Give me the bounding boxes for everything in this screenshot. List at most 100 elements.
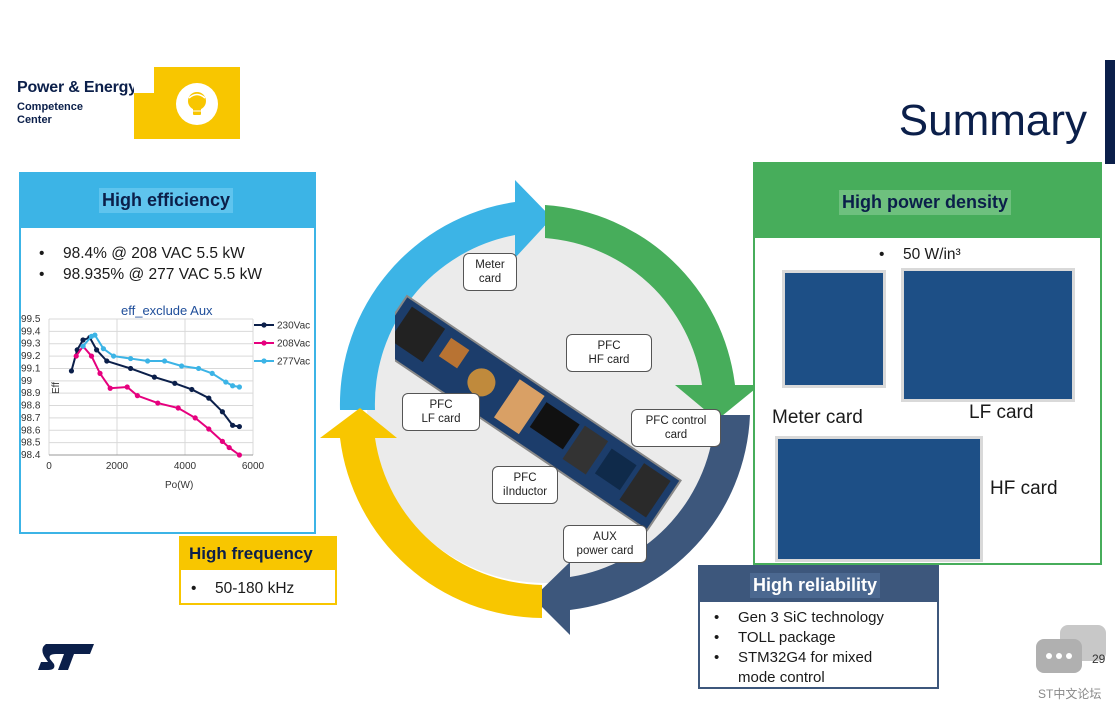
brand-logo-notch [134, 67, 154, 93]
callout-line: PFC control [645, 415, 707, 427]
efficiency-bullet-1: 98.4% @ 208 VAC 5.5 kW [63, 245, 245, 262]
chart-xtick-label: 4000 [174, 461, 197, 472]
chart-point-208Vac [124, 384, 130, 390]
brand-subtitle-line-2: Center [17, 114, 52, 126]
high-power-density-title: High power density [839, 190, 1012, 215]
efficiency-bullet-list: •98.4% @ 208 VAC 5.5 kW •98.935% @ 277 V… [39, 243, 262, 285]
chart-ytick-label: 98.6 [21, 425, 41, 436]
chart-ytick-label: 98.7 [21, 413, 41, 424]
chart-point-230Vac [104, 358, 110, 364]
brand-subtitle-line-1: Competence [17, 101, 84, 113]
high-power-density-panel: High power density •50 W/in³ Meter card … [753, 162, 1102, 565]
callout-line: PFC [513, 472, 537, 484]
hf-card-label: HF card [990, 478, 1058, 499]
chart-point-208Vac [134, 393, 140, 399]
chart-point-277Vac [236, 384, 242, 390]
list-item: •STM32G4 for mixed mode control [714, 648, 934, 688]
callout-pfc-hf-card: PFC HF card [566, 334, 652, 372]
callout-line: iInductor [502, 486, 548, 498]
callout-line: PFC [429, 399, 453, 411]
chart-point-208Vac [73, 353, 79, 359]
meter-card-label: Meter card [772, 407, 863, 428]
chart-point-277Vac [223, 379, 229, 385]
lightbulb-icon [176, 83, 218, 125]
high-frequency-title: High frequency [189, 544, 313, 563]
chart-point-208Vac [175, 405, 181, 411]
chart-grid [48, 318, 254, 456]
callout-line: card [478, 273, 502, 285]
chart-point-277Vac [80, 343, 86, 349]
callout-line: PFC [597, 340, 621, 352]
legend-swatch-marker [261, 340, 267, 346]
yellow-cycle-arrow [320, 408, 542, 618]
power-density-bullet-1: 50 W/in³ [903, 246, 961, 263]
chart-ytick-label: 99.4 [21, 326, 41, 337]
green-cycle-arrow [545, 205, 760, 420]
chart-ytick-label: 99 [21, 376, 33, 387]
list-item: •98.4% @ 208 VAC 5.5 kW [39, 245, 245, 262]
chart-ytick-label: 99.1 [21, 363, 41, 374]
callout-line: power card [576, 545, 634, 557]
blue-cycle-arrow [339, 180, 552, 410]
chart-series-line-208Vac [75, 344, 240, 456]
chart-point-277Vac [100, 346, 106, 352]
reliability-bullet-2: TOLL package [738, 629, 836, 646]
high-reliability-title: High reliability [750, 573, 881, 598]
chart-xlabel: Po(W) [165, 480, 193, 491]
chart-point-208Vac [206, 426, 212, 432]
navy-cycle-arrow [533, 415, 750, 635]
reliability-bullet-1: Gen 3 SiC technology [738, 609, 884, 626]
chart-point-230Vac [172, 380, 178, 386]
chart-point-208Vac [97, 370, 103, 376]
lf-card-photo [901, 268, 1075, 402]
chart-point-277Vac [209, 370, 215, 376]
chart-xtick-label: 0 [46, 461, 52, 472]
callout-line: HF card [588, 354, 630, 366]
callout-meter-card: Meter card [463, 253, 517, 291]
list-item: •50-180 kHz [191, 580, 295, 597]
chart-point-277Vac [230, 383, 236, 389]
legend-label: 277Vac [277, 357, 310, 368]
callout-line: Meter [475, 259, 505, 271]
callout-line: LF card [421, 413, 461, 425]
high-frequency-header: High frequency [181, 538, 335, 570]
chart-point-277Vac [145, 358, 151, 364]
chart-point-277Vac [196, 365, 202, 372]
callout-line: card [664, 429, 688, 441]
hf-card-photo [775, 436, 983, 562]
legend-label: 208Vac [277, 339, 310, 350]
high-power-density-header: High power density [755, 164, 1100, 238]
chart-point-208Vac [88, 353, 95, 359]
chart-xtick-label: 6000 [242, 461, 265, 472]
reliability-bullet-list: •Gen 3 SiC technology •TOLL package •STM… [714, 608, 934, 688]
reliability-bullet-3: STM32G4 for mixed mode control [738, 649, 873, 686]
chart-series-line-277Vac [82, 333, 240, 388]
efficiency-bullet-2: 98.935% @ 277 VAC 5.5 kW [63, 266, 262, 283]
list-item: •Gen 3 SiC technology [714, 609, 884, 626]
callout-line: AUX [593, 531, 617, 543]
callout-pfc-control-card: PFC control card [631, 409, 721, 447]
chart-ytick-label: 99.5 [21, 314, 41, 325]
pcb-board-image [395, 294, 682, 532]
high-reliability-header: High reliability [700, 567, 937, 602]
meter-card-photo [782, 270, 886, 388]
chart-point-230Vac [230, 422, 236, 428]
chart-ytick-label: 98.8 [21, 401, 41, 412]
chart-ytick-label: 99.2 [21, 351, 41, 362]
title-accent-bar [1105, 60, 1115, 164]
high-efficiency-panel: High efficiency •98.4% @ 208 VAC 5.5 kW … [19, 172, 316, 534]
chart-point-230Vac [94, 347, 100, 353]
chart-series [68, 332, 242, 458]
chart-point-230Vac [206, 395, 212, 401]
chart-point-277Vac [162, 358, 168, 364]
chart-point-230Vac [68, 368, 75, 374]
chart-point-230Vac [219, 409, 225, 415]
chart-point-230Vac [80, 337, 86, 343]
chart-point-208Vac [226, 444, 232, 451]
chart-ylabel: Eff [51, 382, 62, 394]
list-item: •98.935% @ 277 VAC 5.5 kW [39, 266, 262, 283]
legend-swatch-marker [261, 322, 267, 328]
chart-point-208Vac [219, 438, 225, 444]
